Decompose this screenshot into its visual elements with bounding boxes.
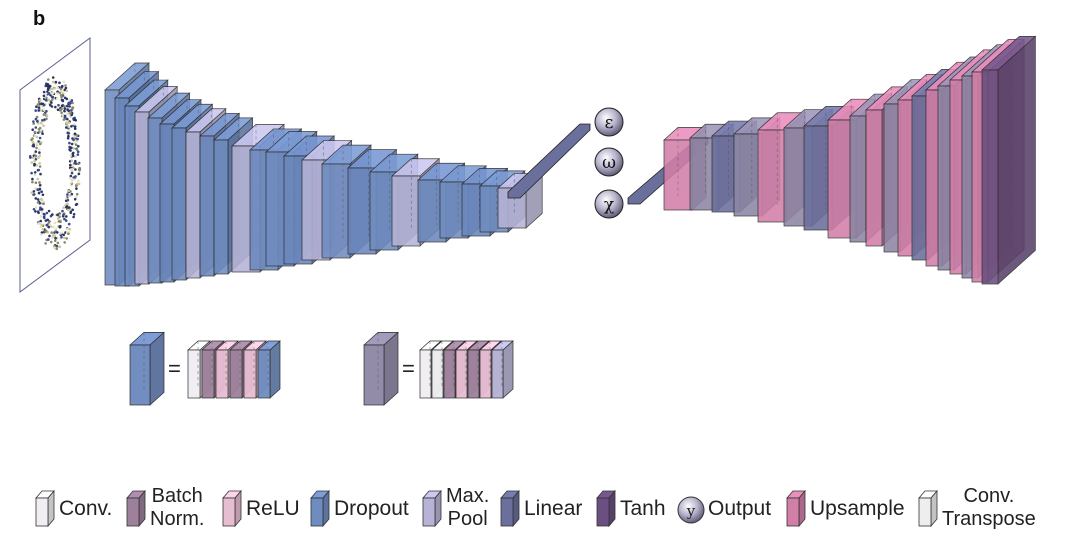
decoder-block-definition: = [363,331,514,406]
legend-item-conv-transpose: Conv.Transpose [916,478,1036,538]
encoder-stack [104,62,544,287]
relu-block-icon [222,489,242,528]
legend-label-max-pool: Max.Pool [446,485,490,530]
svg-text:ω: ω [602,153,616,173]
legend-label-conv-transpose: Conv.Transpose [942,485,1036,530]
panel-label: b [33,8,46,30]
component-dropout [257,340,281,399]
legend-item-linear: Linear [498,478,582,538]
legend-label-output: Output [708,496,772,520]
equals-sign: = [168,356,181,381]
legend-item-conv: Conv. [33,478,112,538]
decoder-block-components [419,340,514,399]
tanh-block-icon [596,489,616,528]
legend-label-linear: Linear [524,496,583,520]
legend-label-upsample: Upsample [810,496,905,520]
latent-chi: χ [594,189,624,219]
max-pool-block-icon [422,489,442,528]
decoder-block-icon [363,331,399,406]
latent-space: ε ω χ [507,107,709,219]
decoder-stack [663,35,1037,285]
latent-epsilon: ε [594,107,624,137]
particle-ring [28,76,82,251]
legend-item-max-pool: Max.Pool [420,478,489,538]
legend-label-dropout: Dropout [334,496,409,520]
input-image [19,37,91,293]
component-max-pool [491,340,514,399]
decoder-layer [981,35,1037,285]
batch-norm-block-icon [126,489,146,528]
legend-item-tanh: Tanh [594,478,666,538]
output-sphere-icon: y [677,496,705,524]
dropout-block-icon [310,489,330,528]
latent-omega: ω [594,147,624,177]
legend-item-output: y Output [676,478,771,538]
encoder-linear-bar [507,123,591,199]
encoder-block-components [187,340,281,399]
legend-label-relu: ReLU [246,496,300,520]
legend-item-upsample: Upsample [784,478,905,538]
encoder-block-definition: = [129,331,281,406]
svg-text:y: y [686,502,696,520]
conv-block-icon [35,489,55,528]
svg-text:ε: ε [605,113,614,133]
legend-label-conv: Conv. [59,496,113,520]
upsample-block-icon [786,489,806,528]
linear-block-icon [500,489,520,528]
legend-label-tanh: Tanh [620,496,666,520]
encoder-block-icon [129,331,165,406]
encoder-block-icon [129,331,165,406]
conv-transpose-block-icon [918,489,938,528]
legend-item-dropout: Dropout [308,478,409,538]
equals-sign: = [402,356,415,381]
svg-text:χ: χ [604,195,614,215]
legend-item-relu: ReLU [220,478,300,538]
input-image-plane [19,37,91,293]
decoder-block-icon [363,331,399,406]
